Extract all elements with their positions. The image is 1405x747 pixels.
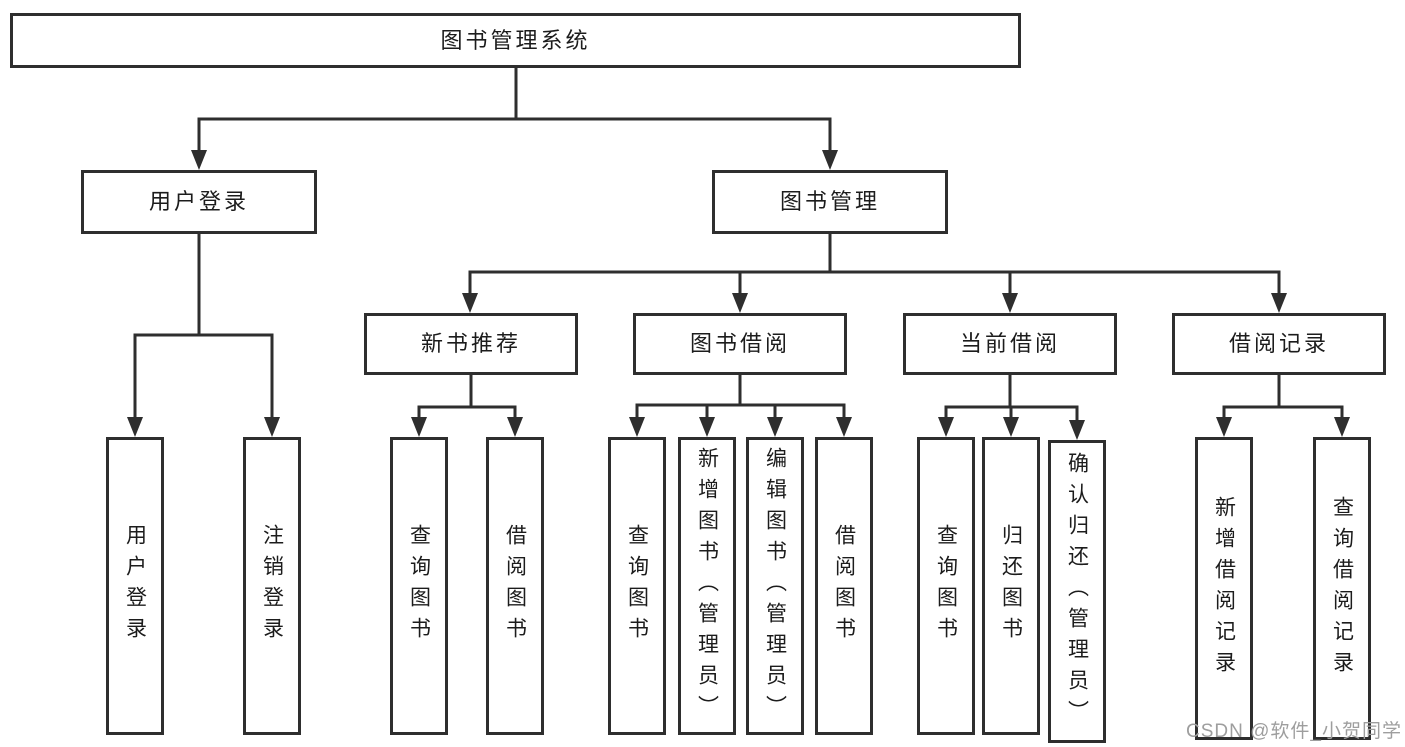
connector-root	[197, 68, 832, 152]
arrow-down-icon	[1271, 293, 1287, 313]
arrow-down-icon	[1216, 417, 1232, 437]
connector-line-group	[133, 68, 1344, 423]
node-borrow-books-recommendation: 借阅图书	[486, 437, 544, 735]
connector-user-login	[133, 234, 274, 420]
arrow-down-icon	[127, 417, 143, 437]
node-query-books-recommendation: 查询图书	[390, 437, 448, 735]
connector-current-borrowing	[944, 375, 1079, 423]
connector-book-borrowing	[635, 375, 846, 420]
arrow-down-icon	[1334, 417, 1350, 437]
node-borrow-books-leaf: 借阅图书	[815, 437, 873, 735]
connector-borrowing-records	[1222, 375, 1344, 420]
node-add-borrow-record: 新增借阅记录	[1195, 437, 1253, 740]
csdn-watermark: CSDN @软件_小贺同学	[1186, 721, 1402, 742]
node-query-books-current: 查询图书	[917, 437, 975, 735]
node-user-login: 用户登录	[81, 170, 317, 234]
arrow-down-icon	[767, 417, 783, 437]
arrow-down-icon	[938, 417, 954, 437]
node-add-book-admin: 新增图书（管理员）	[678, 437, 736, 735]
node-query-borrow-record: 查询借阅记录	[1313, 437, 1371, 740]
arrow-down-icon	[191, 150, 207, 170]
arrow-down-icon	[1003, 417, 1019, 437]
arrow-down-icon	[699, 417, 715, 437]
arrow-down-icon	[836, 417, 852, 437]
node-query-books-borrowing: 查询图书	[608, 437, 666, 735]
node-return-books: 归还图书	[982, 437, 1040, 735]
arrow-down-icon	[822, 150, 838, 170]
arrow-down-icon	[507, 417, 523, 437]
node-book-management-system: 图书管理系统	[10, 13, 1021, 68]
node-borrowing-records: 借阅记录	[1172, 313, 1386, 375]
node-book-management: 图书管理	[712, 170, 948, 234]
arrow-down-icon	[1002, 293, 1018, 313]
arrow-down-icon	[264, 417, 280, 437]
node-book-borrowing: 图书借阅	[633, 313, 847, 375]
node-edit-book-admin: 编辑图书（管理员）	[746, 437, 804, 735]
arrow-down-icon	[462, 293, 478, 313]
node-confirm-return-admin: 确认归还（管理员）	[1048, 440, 1106, 743]
node-logout: 注销登录	[243, 437, 301, 735]
node-current-borrowing: 当前借阅	[903, 313, 1117, 375]
arrow-down-icon	[411, 417, 427, 437]
arrow-down-icon	[1069, 420, 1085, 440]
node-new-book-recommendation: 新书推荐	[364, 313, 578, 375]
arrow-down-icon	[629, 417, 645, 437]
connector-book-management	[468, 234, 1281, 296]
arrow-down-icon	[732, 293, 748, 313]
arrowheads	[127, 150, 1350, 440]
node-user-login-leaf: 用户登录	[106, 437, 164, 735]
connector-new-book-recommendation	[417, 375, 517, 420]
